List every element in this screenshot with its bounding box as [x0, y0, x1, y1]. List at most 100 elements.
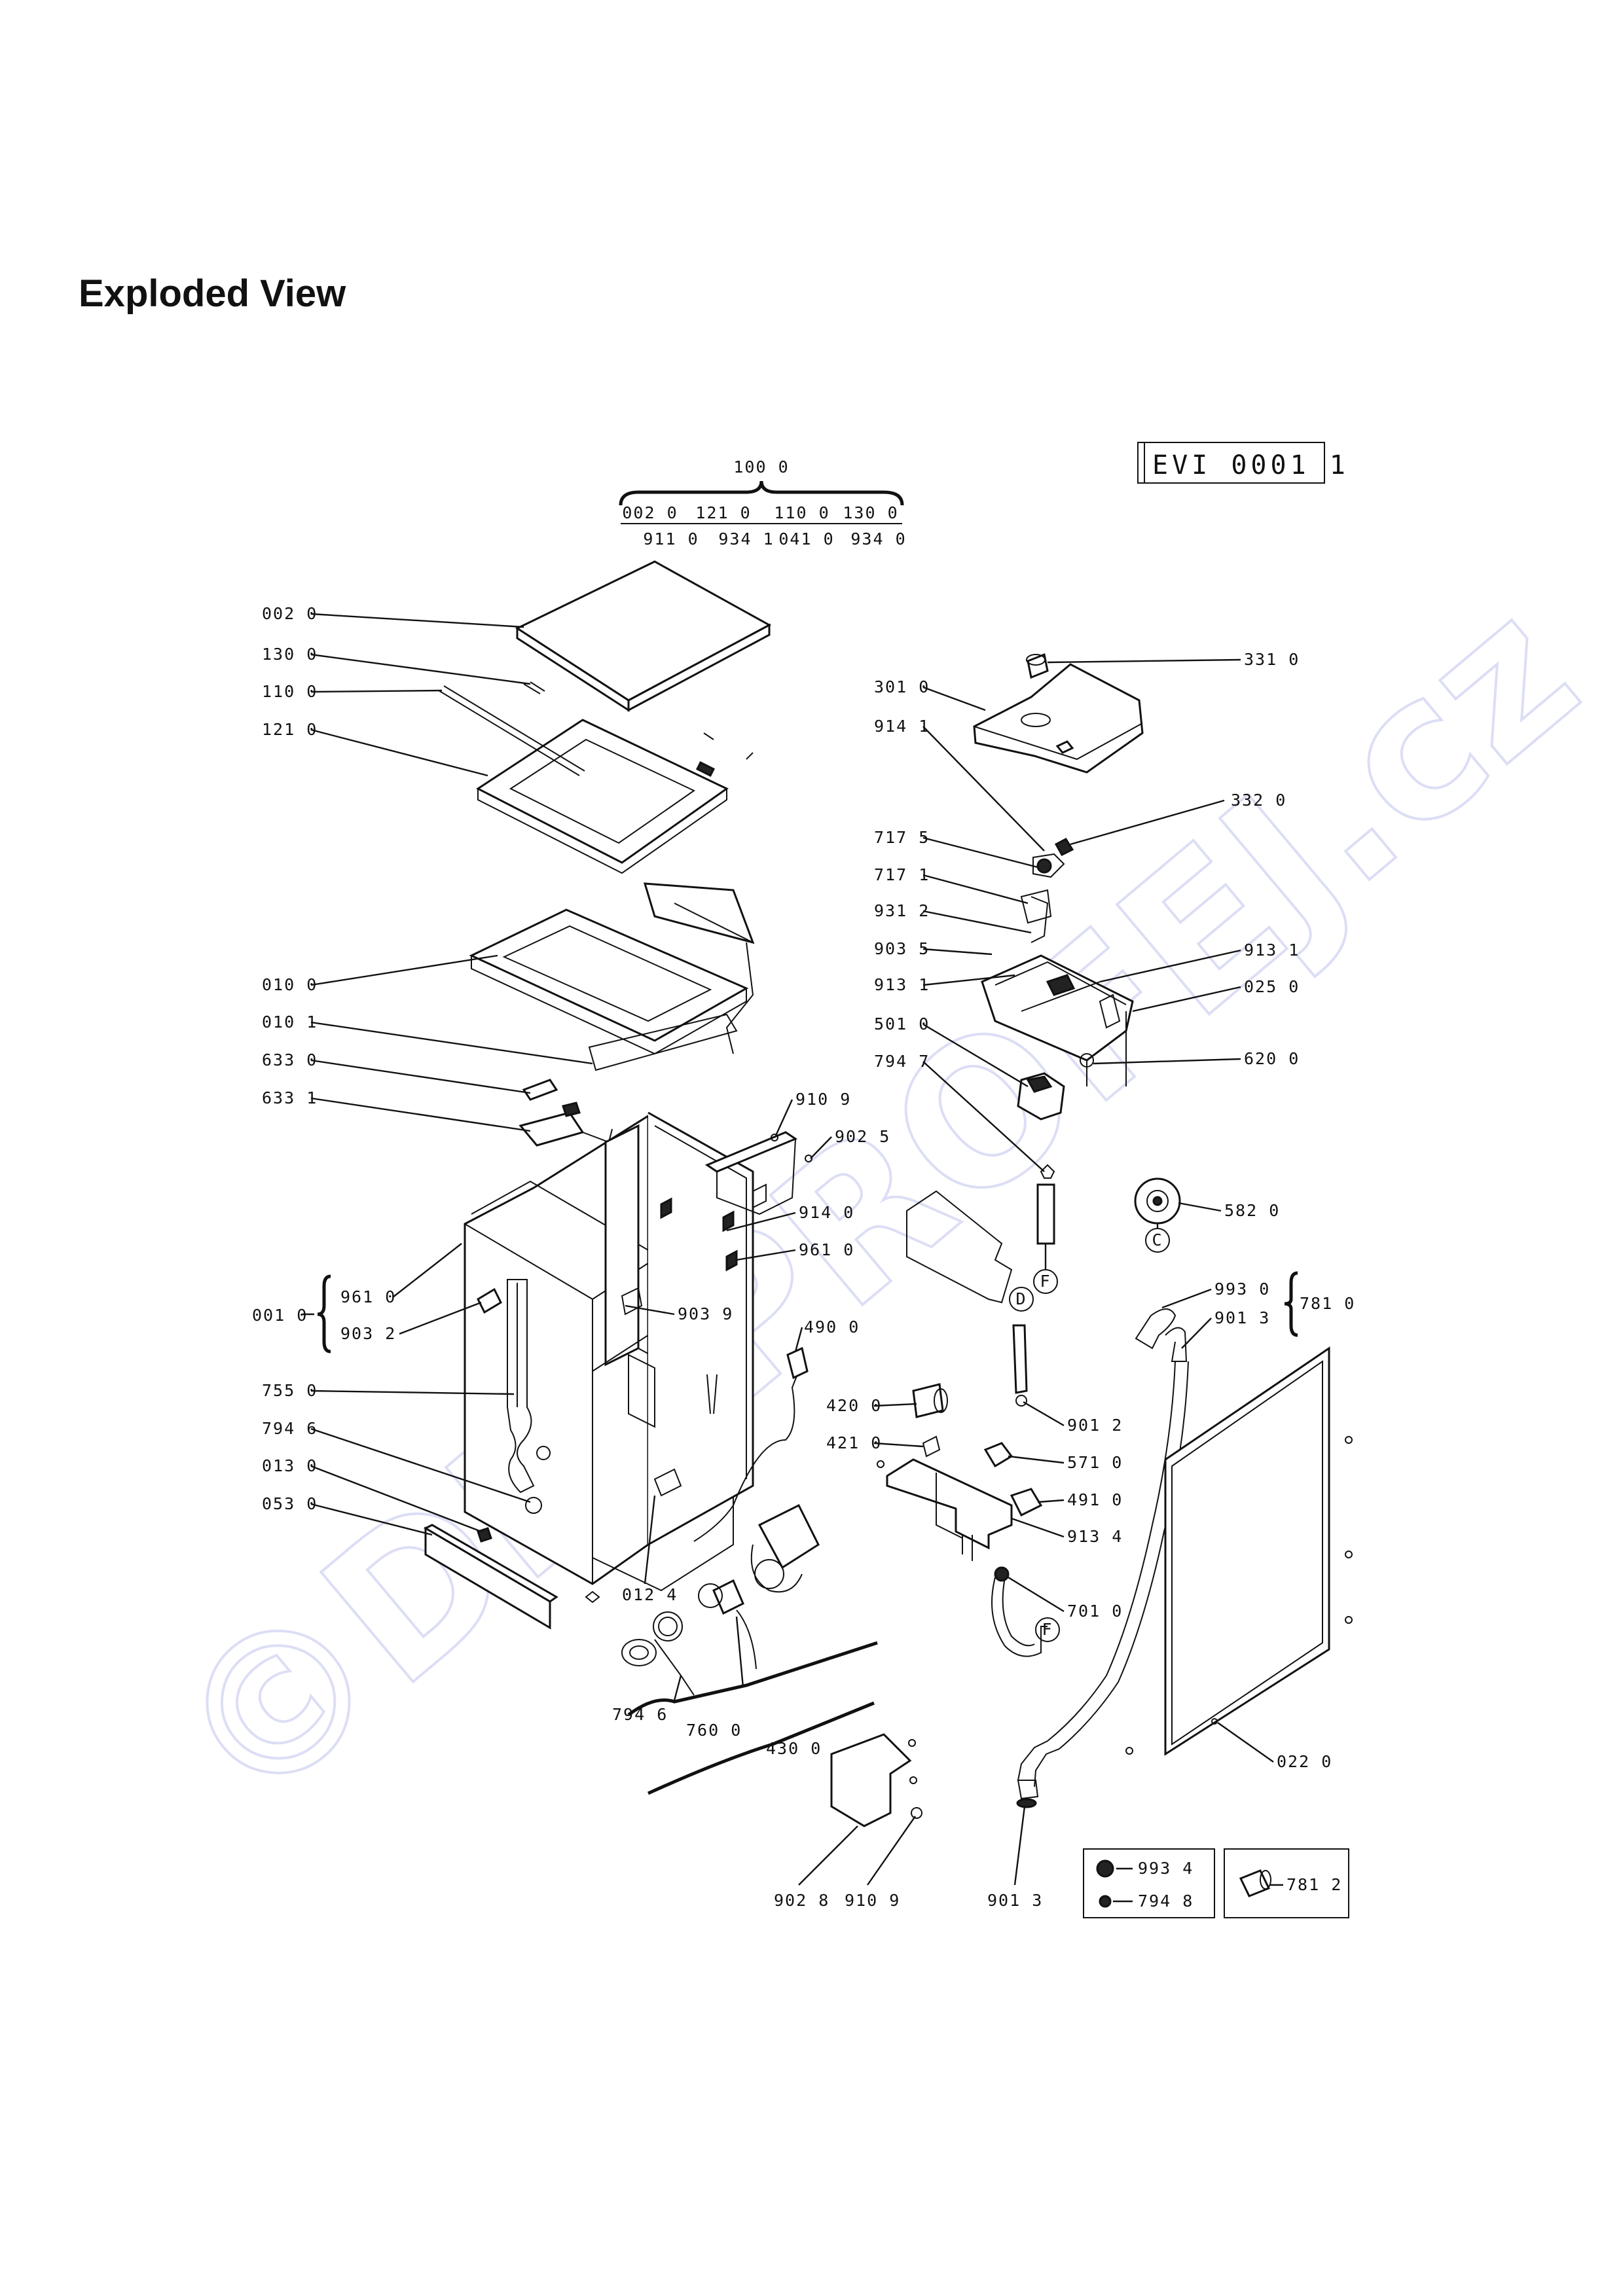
part-label: 755 0	[262, 1381, 318, 1400]
left-callouts: 002 0 130 0 110 0 121 0 010 0 010 1 633 …	[252, 604, 916, 1910]
group-item: 110 0	[774, 503, 830, 522]
part-label: 901 3	[987, 1891, 1043, 1910]
mains-cable-part	[693, 1346, 809, 1542]
assembly-group-100: 100 0 002 0 121 0 110 0 130 0 911 0 934 …	[619, 457, 906, 548]
timer-shaft-parts	[1020, 853, 1065, 943]
part-label: 301 0	[874, 677, 930, 696]
part-label: 701 0	[1067, 1602, 1123, 1621]
valve-bracket-part	[877, 1383, 1043, 1561]
hinge-parts	[519, 1079, 613, 1147]
spare-box-2	[1224, 1848, 1349, 1918]
part-label: 717 5	[874, 828, 930, 847]
part-label: 571 0	[1067, 1453, 1123, 1472]
part-label: 961 0	[340, 1287, 396, 1306]
part-label: 620 0	[1244, 1049, 1300, 1068]
group-item: 041 0	[778, 529, 834, 548]
filter-part	[1134, 1177, 1181, 1225]
part-label: 902 8	[774, 1891, 830, 1910]
pressure-switch-part	[1017, 1072, 1065, 1121]
marker-f: F	[1042, 1620, 1053, 1639]
drawing-code: EVI 0001 1	[1152, 450, 1349, 480]
middle-callouts: 910 9 902 5 914 0 961 0 903 9 490 0	[625, 1090, 889, 1352]
group-item: 121 0	[695, 503, 751, 522]
right-callouts: 331 0 301 0 914 1 332 0 717 5 717 1 931 …	[826, 650, 1355, 1910]
part-label: 420 0	[826, 1396, 882, 1415]
part-label: 010 0	[262, 975, 318, 994]
watermark: ©DIL-PROFEJ.cz	[132, 557, 1618, 1856]
cabinet-group-brace	[317, 1274, 331, 1354]
part-label: 913 1	[1244, 941, 1300, 960]
part-label: 901 2	[1067, 1416, 1123, 1435]
part-label: 012 4	[622, 1585, 678, 1604]
worktop-part	[515, 560, 772, 712]
part-label: 022 0	[1277, 1752, 1332, 1771]
part-label: 913 1	[874, 975, 930, 994]
page-title: Exploded View	[79, 272, 346, 315]
part-label: 430 0	[766, 1739, 822, 1758]
spare-box-1	[1083, 1848, 1215, 1918]
pressure-tube-part	[1036, 1164, 1055, 1245]
group-item: 934 1	[718, 529, 774, 548]
part-label: 993 4	[1138, 1859, 1194, 1878]
bottom-bracket-part	[830, 1733, 922, 1827]
part-label: 717 1	[874, 865, 930, 884]
group-item: 934 0	[850, 529, 906, 548]
part-label: 582 0	[1224, 1201, 1280, 1220]
drain-hose-group-brace	[1284, 1271, 1298, 1337]
fill-hose-part	[991, 1566, 1048, 1657]
part-label: 002 0	[262, 604, 318, 623]
inner-hose-part	[507, 1279, 551, 1514]
part-label: 794 6	[612, 1705, 668, 1724]
marker-f: F	[1040, 1272, 1051, 1291]
part-label: 901 3	[1214, 1308, 1270, 1327]
part-label: 794 6	[262, 1419, 318, 1438]
part-label: 053 0	[262, 1494, 318, 1513]
part-label: 993 0	[1214, 1280, 1270, 1299]
control-panel-cover-part	[973, 663, 1144, 774]
marker-d: D	[1015, 1289, 1027, 1308]
switch-knob-part	[1054, 838, 1074, 856]
drain-pump-part	[621, 1503, 820, 1696]
reference-markers: C D F F	[1009, 1224, 1170, 1642]
part-label: 001 0	[252, 1306, 308, 1325]
part-label: 633 0	[262, 1050, 318, 1069]
side-panel-part	[1125, 1346, 1353, 1756]
part-label: 010 1	[262, 1013, 318, 1031]
part-label: 794 8	[1138, 1892, 1194, 1910]
plinth-part	[423, 1524, 600, 1630]
part-label: 794 7	[874, 1052, 930, 1071]
knob-part	[1026, 653, 1049, 679]
top-bracket-part	[704, 1131, 812, 1215]
part-label: 110 0	[262, 682, 318, 701]
group-item: 911 0	[643, 529, 699, 548]
part-label: 903 2	[340, 1324, 396, 1343]
part-label: 013 0	[262, 1456, 318, 1475]
part-label: 760 0	[686, 1721, 742, 1740]
part-label: 903 5	[874, 939, 930, 958]
inner-panel-part	[906, 1190, 1013, 1304]
part-label: 781 0	[1300, 1294, 1355, 1313]
part-label: 903 9	[678, 1304, 733, 1323]
group-title: 100 0	[733, 457, 789, 476]
part-label: 491 0	[1067, 1490, 1123, 1509]
part-label: 121 0	[262, 720, 318, 739]
control-board-part	[981, 954, 1134, 1086]
inner-tube-part	[1012, 1324, 1028, 1394]
part-label: 501 0	[874, 1014, 930, 1033]
marker-c: C	[1152, 1230, 1163, 1249]
lid-frame-part	[438, 681, 754, 874]
drain-hose-part	[1016, 1308, 1189, 1808]
part-label: 910 9	[845, 1891, 900, 1910]
group-item: 002 0	[622, 503, 678, 522]
part-label: 961 0	[799, 1240, 854, 1259]
part-label: 421 0	[826, 1433, 882, 1452]
part-label: 025 0	[1244, 977, 1300, 996]
drawing-code-box: EVI 0001 1	[1137, 442, 1349, 484]
door-panel-part	[469, 882, 755, 1071]
pump-group-brace	[627, 1641, 878, 1717]
part-label: 914 0	[799, 1203, 854, 1222]
part-label: 781 2	[1286, 1875, 1342, 1894]
part-label: 331 0	[1244, 650, 1300, 669]
group-item: 130 0	[843, 503, 898, 522]
